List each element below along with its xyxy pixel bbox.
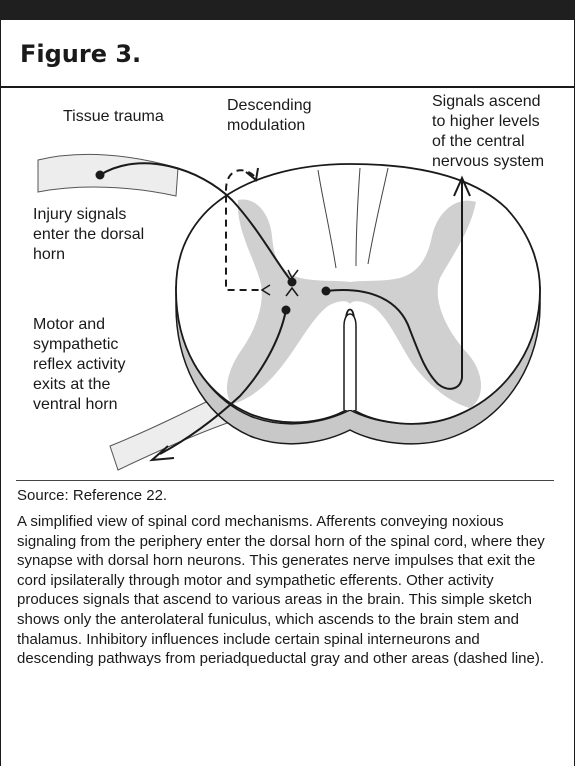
- figure-top-bar: [0, 0, 575, 20]
- label-signals-ascend-line3: of the central: [432, 132, 525, 152]
- label-signals-ascend-line4: nervous system: [432, 152, 544, 172]
- label-tissue-trauma: Tissue trauma: [63, 107, 164, 127]
- label-motor-line1: Motor and: [33, 315, 105, 335]
- afferent-nerve-bundle: [38, 154, 178, 196]
- ventral-fissure: [344, 314, 356, 410]
- source-citation: Source: Reference 22.: [17, 486, 167, 506]
- label-motor-line5: ventral horn: [33, 395, 118, 415]
- label-injury-line3: horn: [33, 245, 65, 265]
- label-injury-line1: Injury signals: [33, 205, 126, 225]
- label-descending-line2: modulation: [227, 116, 305, 136]
- label-signals-ascend-line2: to higher levels: [432, 112, 540, 132]
- figure-title: Figure 3.: [20, 40, 141, 68]
- receptor-dot: [96, 171, 105, 180]
- label-signals-ascend-line1: Signals ascend: [432, 92, 541, 112]
- label-motor-line2: sympathetic: [33, 335, 118, 355]
- label-motor-line4: exits at the: [33, 375, 110, 395]
- label-motor-line3: reflex activity: [33, 355, 125, 375]
- caption-divider: [16, 480, 554, 481]
- label-injury-line2: enter the dorsal: [33, 225, 144, 245]
- label-descending-line1: Descending: [227, 96, 312, 116]
- caption-text: A simplified view of spinal cord mechani…: [17, 512, 557, 669]
